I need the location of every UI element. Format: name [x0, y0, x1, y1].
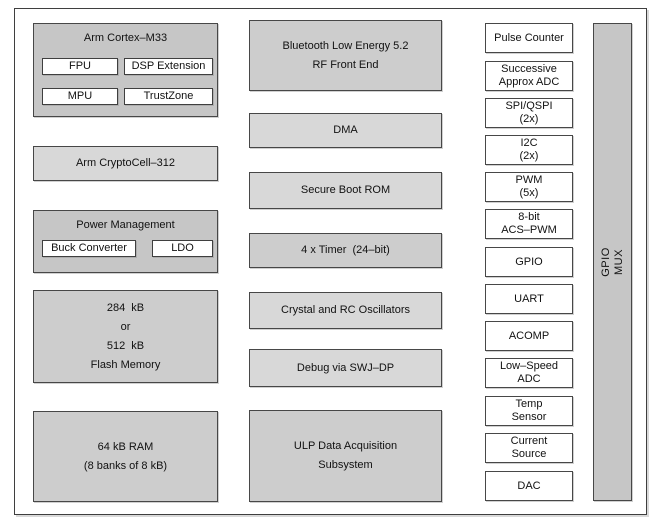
block-sar-adc: Successive Approx ADC [485, 61, 573, 91]
block-power-management-title: Power Management [76, 219, 175, 231]
peripheral-label: Source [511, 448, 547, 460]
block-arm-cortex-m33-title: Arm Cortex–M33 [83, 32, 168, 44]
block-dsp-extension: DSP Extension [124, 58, 213, 75]
block-bluetooth-le: Bluetooth Low Energy 5.2 RF Front End [249, 20, 442, 91]
block-gpio-mux: GPIO MUX [593, 23, 632, 501]
block-dac: DAC [485, 471, 573, 501]
peripheral-label: Low–Speed [499, 360, 559, 372]
block-trustzone-label: TrustZone [143, 90, 194, 102]
bluetooth-line-2: RF Front End [312, 58, 379, 71]
peripheral-label: ACS–PWM [501, 224, 557, 236]
peripheral-label: DAC [517, 479, 541, 492]
block-flash-memory: 284 kB or 512 kB Flash Memory [33, 290, 218, 383]
block-i2c: I2C (2x) [485, 135, 573, 165]
bluetooth-line-1: Bluetooth Low Energy 5.2 [282, 39, 409, 52]
block-buck-converter-label: Buck Converter [51, 242, 127, 254]
block-timer: 4 x Timer (24–bit) [249, 233, 442, 268]
ulp-line-1: ULP Data Acquisition [293, 440, 398, 452]
block-gpio: GPIO [485, 247, 573, 277]
block-acs-pwm: 8-bit ACS–PWM [485, 209, 573, 239]
block-pwm: PWM (5x) [485, 172, 573, 202]
peripheral-label: (2x) [519, 150, 539, 162]
block-timer-label: 4 x Timer (24–bit) [301, 244, 390, 256]
peripheral-label: (2x) [519, 113, 539, 125]
peripheral-label: Approx ADC [498, 76, 560, 88]
block-ulp-data-acquisition: ULP Data Acquisition Subsystem [249, 410, 442, 502]
peripheral-label: I2C [520, 137, 538, 149]
block-arm-cortex-m33: Arm Cortex–M33 FPU DSP Extension MPU Tru… [33, 23, 218, 117]
block-acomp: ACOMP [485, 321, 573, 351]
peripheral-label: Sensor [511, 411, 547, 423]
block-buck-converter: Buck Converter [42, 240, 136, 257]
block-arm-cryptocell-label: Arm CryptoCell–312 [75, 157, 176, 169]
block-gpio-mux-label: GPIO MUX [599, 240, 625, 277]
flash-line-3: 512 kB [106, 339, 145, 352]
block-fpu: FPU [42, 58, 118, 75]
peripheral-label: 8-bit [518, 211, 540, 223]
block-oscillators: Crystal and RC Oscillators [249, 292, 442, 329]
ram-line-2: (8 banks of 8 kB) [83, 459, 168, 472]
peripheral-label: ADC [517, 373, 541, 385]
peripheral-label: Successive [501, 63, 557, 75]
peripheral-label: GPIO [515, 255, 543, 268]
block-debug-swj-dp: Debug via SWJ–DP [249, 349, 442, 387]
flash-line-1: 284 kB [106, 301, 145, 314]
peripheral-label: Temp [515, 398, 543, 410]
block-pulse-counter: Pulse Counter [485, 23, 573, 53]
block-mpu-label: MPU [67, 90, 93, 102]
peripheral-label: SPI/QSPI [505, 100, 553, 112]
block-secure-boot-rom: Secure Boot ROM [249, 172, 442, 209]
block-debug-swj-dp-label: Debug via SWJ–DP [296, 361, 395, 374]
flash-line-4: Flash Memory [90, 358, 161, 371]
block-dma: DMA [249, 113, 442, 148]
block-arm-cryptocell: Arm CryptoCell–312 [33, 146, 218, 181]
peripheral-label: (5x) [519, 187, 539, 199]
block-temp-sensor: Temp Sensor [485, 396, 573, 426]
peripheral-label: UART [514, 292, 544, 305]
block-ldo: LDO [152, 240, 213, 257]
block-spi-qspi: SPI/QSPI (2x) [485, 98, 573, 128]
peripheral-label: Pulse Counter [494, 31, 564, 44]
block-fpu-label: FPU [69, 60, 91, 72]
block-low-speed-adc: Low–Speed ADC [485, 358, 573, 388]
ram-line-1: 64 kB RAM [97, 440, 154, 453]
ulp-line-2: Subsystem [318, 459, 373, 471]
block-trustzone: TrustZone [124, 88, 213, 105]
block-ldo-label: LDO [171, 242, 194, 254]
block-secure-boot-rom-label: Secure Boot ROM [300, 184, 391, 196]
block-dma-label: DMA [333, 124, 358, 136]
flash-line-2: or [120, 320, 131, 333]
peripheral-label: Current [510, 435, 548, 447]
block-current-source: Current Source [485, 433, 573, 463]
block-ram: 64 kB RAM (8 banks of 8 kB) [33, 411, 218, 502]
peripheral-label: PWM [515, 174, 543, 186]
block-dsp-extension-label: DSP Extension [131, 60, 206, 72]
peripheral-label: ACOMP [508, 329, 550, 342]
block-power-management: Power Management Buck Converter LDO [33, 210, 218, 273]
block-mpu: MPU [42, 88, 118, 105]
block-oscillators-label: Crystal and RC Oscillators [281, 304, 410, 316]
block-uart: UART [485, 284, 573, 314]
